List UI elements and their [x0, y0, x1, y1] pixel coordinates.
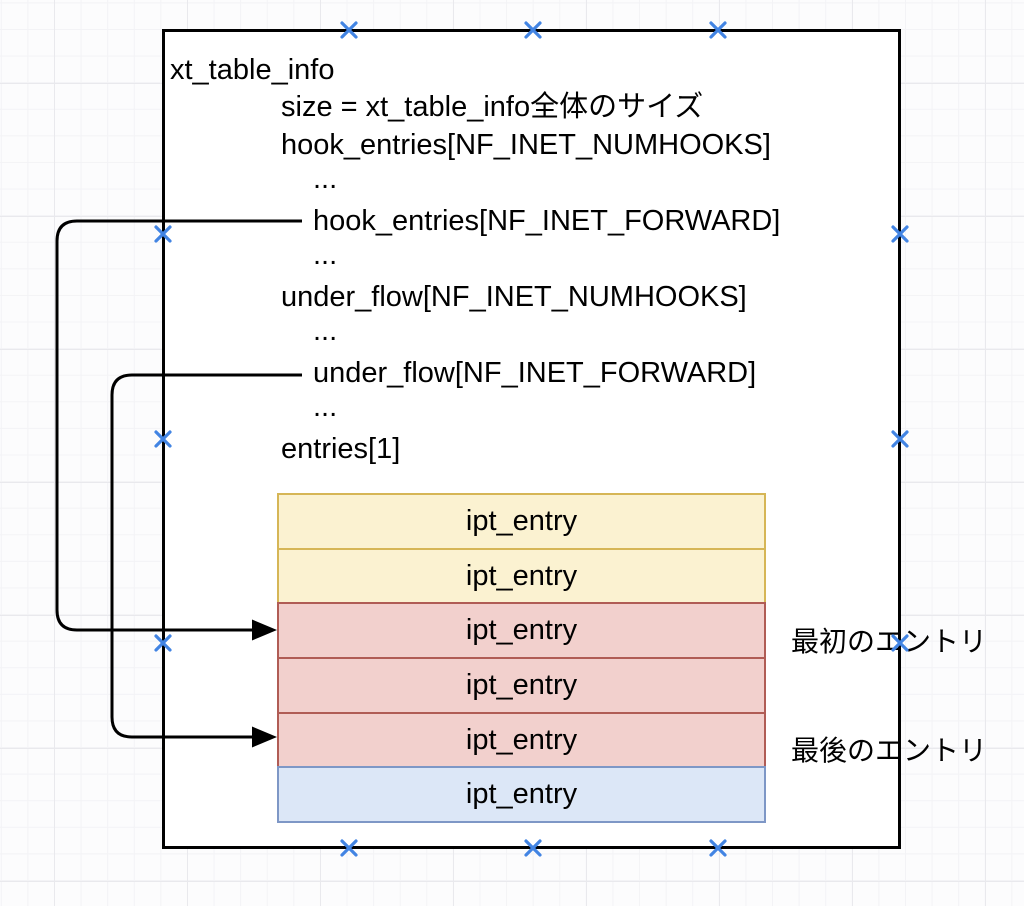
connection-x-marker[interactable] — [891, 634, 909, 652]
connection-x-marker[interactable] — [524, 21, 542, 39]
connection-x-marker[interactable] — [340, 21, 358, 39]
arrowhead-icon — [252, 619, 277, 641]
field-size: size = xt_table_info全体のサイズ — [281, 91, 704, 123]
ipt-entry-label: ipt_entry — [465, 778, 578, 811]
ipt-entry-row[interactable]: ipt_entry — [277, 547, 766, 605]
hook-entries-forward-pointer-arrow[interactable] — [55, 219, 302, 641]
field-entries-1: entries[1] — [281, 433, 401, 465]
connection-x-marker[interactable] — [709, 839, 727, 857]
connection-x-marker[interactable] — [891, 225, 909, 243]
field-hook-entries-numhooks: hook_entries[NF_INET_NUMHOOKS] — [281, 129, 771, 161]
ipt-entry-label: ipt_entry — [465, 504, 578, 537]
ipt-entry-row-last-forward[interactable]: ipt_entry — [277, 711, 766, 769]
field-ellipsis-3: ... — [313, 315, 338, 347]
connection-x-marker[interactable] — [891, 430, 909, 448]
connection-x-marker[interactable] — [340, 839, 358, 857]
field-under-flow-numhooks: under_flow[NF_INET_NUMHOOKS] — [281, 281, 747, 313]
annotation-last-entry: 最後のエントリ — [791, 735, 988, 766]
ipt-entry-row-first-forward[interactable]: ipt_entry — [277, 602, 766, 660]
under-flow-forward-pointer-arrow[interactable] — [110, 373, 302, 748]
connection-x-marker[interactable] — [154, 225, 172, 243]
ipt-entry-label: ipt_entry — [465, 723, 578, 756]
ipt-entry-label: ipt_entry — [465, 614, 578, 647]
connection-x-marker[interactable] — [154, 430, 172, 448]
ipt-entry-row[interactable]: ipt_entry — [277, 766, 766, 824]
entries-stack: ipt_entry ipt_entry ipt_entry ipt_entry … — [277, 493, 766, 824]
ipt-entry-label: ipt_entry — [465, 668, 578, 701]
field-ellipsis-1: ... — [313, 163, 338, 195]
field-hook-entries-forward: hook_entries[NF_INET_FORWARD] — [313, 205, 781, 237]
annotation-first-entry: 最初のエントリ — [791, 626, 988, 657]
field-under-flow-forward: under_flow[NF_INET_FORWARD] — [313, 357, 757, 389]
connection-x-marker[interactable] — [524, 839, 542, 857]
connection-point-markers — [154, 21, 909, 857]
field-ellipsis-4: ... — [313, 391, 338, 423]
connection-x-marker[interactable] — [709, 21, 727, 39]
connection-x-marker[interactable] — [154, 634, 172, 652]
field-ellipsis-2: ... — [313, 239, 338, 271]
arrowhead-icon — [252, 726, 277, 748]
struct-title: xt_table_info — [170, 54, 335, 86]
ipt-entry-label: ipt_entry — [465, 559, 578, 592]
